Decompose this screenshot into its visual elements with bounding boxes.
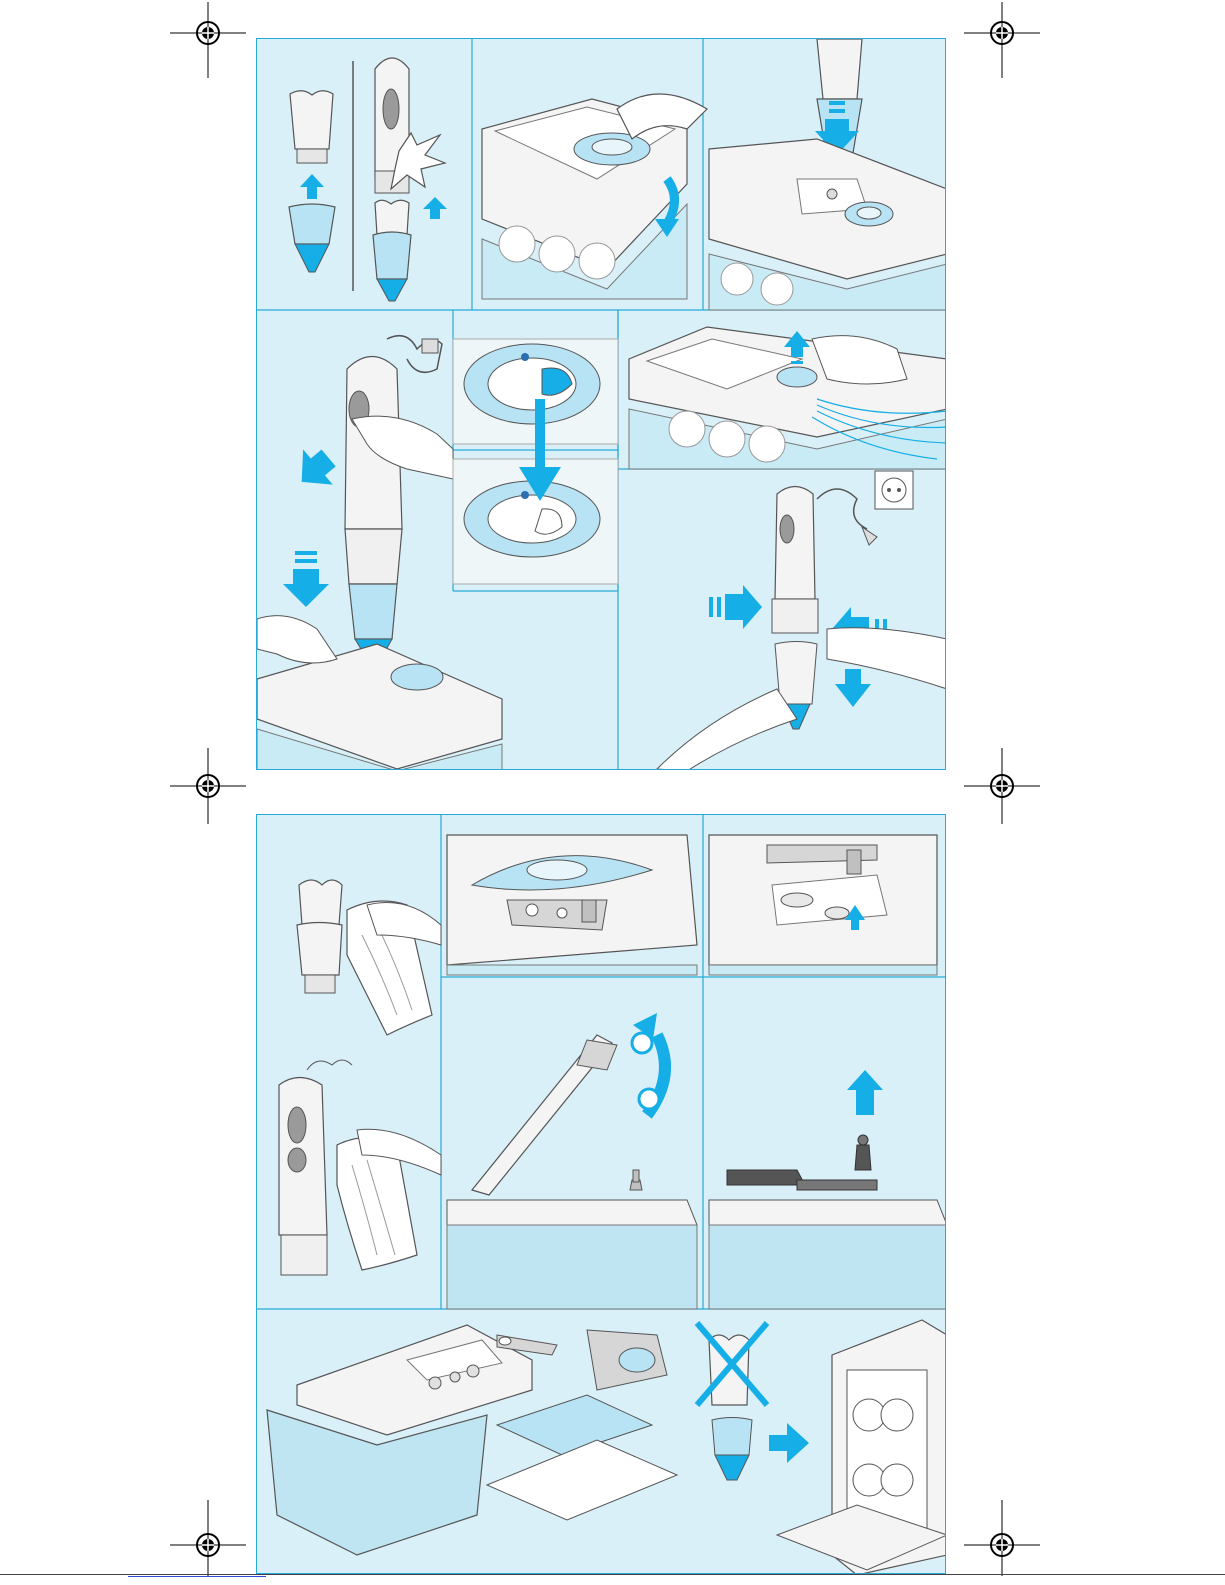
instruction-sheet-top — [256, 38, 946, 770]
frame-dishwasher-parts — [267, 1325, 677, 1555]
frame-detach-attachment — [657, 471, 946, 770]
frame-lid-valve — [482, 94, 707, 299]
registration-mark-icon — [962, 0, 1042, 80]
frame-remove-parts — [709, 1070, 946, 1309]
registration-mark-icon — [168, 1498, 248, 1578]
link-underline — [128, 1576, 266, 1577]
frame-lid-valve-plate — [447, 835, 697, 975]
frame-wipe-attachment — [297, 880, 441, 1035]
page-trim-line — [0, 1574, 1225, 1575]
arrow-right-icon — [769, 1423, 809, 1463]
frame-attach-parts — [289, 58, 447, 301]
arrow-right-icon — [725, 585, 762, 629]
arrow-down-icon — [283, 569, 329, 607]
registration-mark-icon — [962, 1498, 1042, 1578]
frame-blender-on-valve — [709, 39, 946, 310]
arrow-up-icon — [847, 1070, 883, 1115]
registration-mark-icon — [168, 746, 248, 826]
arrow-right-icon — [286, 440, 343, 498]
arrow-down-icon — [835, 669, 871, 707]
arrow-up-icon — [423, 197, 447, 219]
registration-mark-icon — [962, 746, 1042, 826]
registration-mark-icon — [168, 0, 248, 80]
frame-valve-removal — [709, 835, 937, 975]
frame-remove-plate-tilt — [447, 1013, 697, 1309]
top-sheet-illustrations — [257, 39, 946, 770]
frame-dishwasher-loading — [697, 1320, 946, 1574]
frame-wipe-motor — [279, 1060, 441, 1275]
power-plug-icon — [862, 527, 877, 545]
instruction-sheet-bottom — [256, 814, 946, 1574]
bottom-sheet-illustrations — [257, 815, 946, 1574]
wall-socket-icon — [875, 471, 913, 509]
frame-release-valve — [629, 327, 946, 469]
arrow-up-icon — [300, 174, 324, 199]
